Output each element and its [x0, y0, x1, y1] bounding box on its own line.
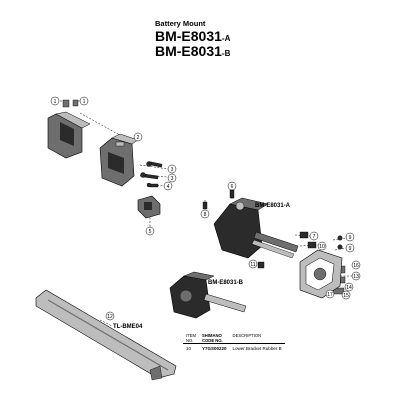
- header-code-line1: SHIMANO: [202, 333, 222, 338]
- model-title-a-name: BM-E8031: [155, 28, 222, 44]
- callout-17: 17: [327, 292, 333, 298]
- callout-numbers: 1 1 2 3 3 4 5 6 8 7 9 9 11 13 14 15 16 1…: [54, 99, 359, 320]
- callout-13: 13: [353, 274, 359, 280]
- callout-12: 12: [107, 314, 113, 320]
- callout-1b: 1: [83, 99, 86, 105]
- callout-7: 7: [313, 234, 316, 240]
- model-title-a-suffix: -A: [221, 34, 231, 43]
- label-tool: TL-BME04: [113, 324, 143, 330]
- callout-3a: 3: [171, 167, 174, 173]
- header-item-line2: NO.: [186, 338, 194, 343]
- battery-mount-a-assembly: [202, 189, 299, 259]
- label-bm-b: BM-E8031-B: [208, 280, 244, 286]
- model-title-b: BM-E8031-B: [155, 44, 230, 61]
- model-title-b-suffix: -B: [221, 49, 231, 58]
- lower-bracket: [299, 249, 343, 299]
- model-title-a: BM-E8031-A: [155, 29, 230, 46]
- diagram-subtitle: Battery Mount: [155, 19, 206, 28]
- table-row: 10 Y7GS00220 Lower Bracket Rubber B: [183, 344, 285, 352]
- callout-15: 15: [343, 293, 349, 299]
- mount-bracket-a: [47, 99, 91, 159]
- callout-1a: 1: [54, 99, 57, 105]
- callout-14: 14: [346, 285, 352, 291]
- mounting-screws: [140, 161, 163, 188]
- model-title-b-name: BM-E8031: [155, 43, 222, 59]
- callout-6: 6: [231, 184, 234, 190]
- battery-mount-b-assembly: [169, 271, 247, 319]
- callout-9a: 9: [349, 235, 352, 241]
- mount-housing: [99, 133, 139, 187]
- callout-10: 10: [319, 244, 325, 250]
- callout-11: 11: [250, 262, 255, 268]
- callouts: [50, 96, 361, 321]
- row-item: 10: [186, 346, 192, 351]
- header-code-line2: CODE NO.: [202, 338, 223, 343]
- header-item-line1: ITEM: [186, 333, 197, 338]
- row-desc: Lower Bracket Rubber B: [232, 346, 282, 351]
- removal-tool: [35, 289, 177, 381]
- row-code: Y7GS00220: [202, 346, 227, 351]
- callout-8: 8: [204, 212, 207, 218]
- header-desc: DESCRIPTION: [229, 333, 285, 344]
- callout-4: 4: [167, 184, 170, 190]
- callout-16: 16: [353, 263, 359, 269]
- lock-cylinder-part: [137, 195, 161, 219]
- callout-3b: 3: [171, 176, 174, 182]
- label-bm-a: BM-E8031-A: [255, 203, 291, 209]
- callout-9b: 9: [349, 246, 352, 252]
- callout-5: 5: [149, 229, 152, 235]
- callout-2: 2: [137, 135, 140, 141]
